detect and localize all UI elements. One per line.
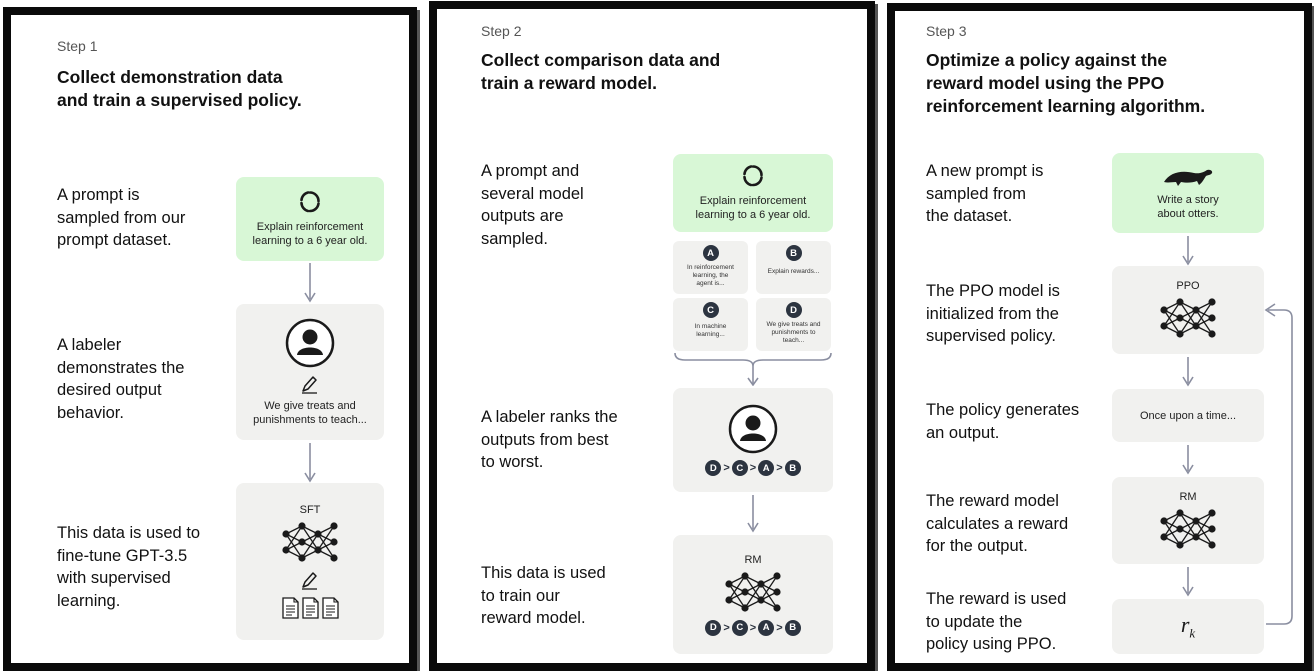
ranking-row: D> C> A> B <box>705 619 801 636</box>
pencil-icon <box>301 375 318 394</box>
step1-demo-box: We give treats and punishments to teach.… <box>236 304 384 440</box>
labeler-avatar-icon <box>728 404 778 454</box>
step3-desc-prompt: A new prompt is sampled from the dataset… <box>926 162 1044 225</box>
step1-title: Collect demonstration data and train a s… <box>57 67 302 110</box>
otter-icon <box>1164 169 1213 186</box>
ppo-label: PPO <box>1176 280 1200 292</box>
neural-network-icon <box>281 521 339 563</box>
step1-desc-finetune: This data is used to fine-tune GPT-3.5 w… <box>57 524 201 610</box>
document-icon <box>321 597 339 619</box>
step3-label: Step 3 <box>926 23 967 39</box>
step3-reward-box: rk <box>1112 599 1264 654</box>
step2-prompt-box: Explain reinforcement learning to a 6 ye… <box>673 154 833 232</box>
brace-connector <box>674 352 832 386</box>
step2-desc-train: This data is used to train our reward mo… <box>481 564 606 627</box>
neural-network-icon <box>1159 508 1217 549</box>
arrow-down <box>1182 236 1194 266</box>
labeler-avatar-icon <box>285 318 335 367</box>
cycle-icon <box>742 165 763 187</box>
document-stack <box>281 597 339 619</box>
cycle-icon <box>299 191 320 213</box>
rm-label: RM <box>744 553 762 566</box>
step2-desc-outputs: A prompt and several model outputs are s… <box>481 162 584 248</box>
output-option-d: D We give treats and punishments to teac… <box>756 298 831 351</box>
output-option-a: A In reinforcement learning, the agent i… <box>673 241 748 294</box>
policy-output-text: Once upon a time... <box>1140 409 1236 422</box>
sft-label: SFT <box>299 504 321 516</box>
step3-title: Optimize a policy against the reward mod… <box>926 50 1206 116</box>
step3-desc-reward: The reward model calculates a reward for… <box>926 492 1069 555</box>
document-icon <box>301 597 319 619</box>
step3-desc-ppo: The PPO model is initialized from the su… <box>926 282 1060 345</box>
step2-desc-rank: A labeler ranks the outputs from best to… <box>481 408 618 471</box>
step1-sft-box: SFT <box>236 483 384 640</box>
arrow-down <box>304 263 316 303</box>
step1-desc-prompt: A prompt is sampled from our prompt data… <box>57 186 186 249</box>
arrow-down <box>747 495 759 533</box>
step3-output-box: Once upon a time... <box>1112 389 1264 442</box>
step2-rm-box: RM D> C> A> B <box>673 535 833 654</box>
arrow-down <box>1182 357 1194 387</box>
step2-title: Collect comparison data and train a rewa… <box>481 50 721 93</box>
step3-desc-generate: The policy generates an output. <box>926 401 1080 442</box>
arrow-down <box>1182 567 1194 597</box>
neural-network-icon <box>1159 297 1217 339</box>
feedback-loop-arrow <box>1264 303 1293 625</box>
rm-label: RM <box>1179 490 1197 503</box>
reward-symbol: rk <box>1180 611 1196 641</box>
step3-ppo-box: PPO <box>1112 266 1264 354</box>
document-icon <box>281 597 299 619</box>
step2-label: Step 2 <box>481 23 522 39</box>
output-option-c: C In machine learning... <box>673 298 748 351</box>
step1-prompt-box: Explain reinforcement learning to a 6 ye… <box>236 177 384 261</box>
arrow-down <box>304 443 316 483</box>
step1-label: Step 1 <box>57 38 98 54</box>
output-option-b: B Explain rewards... <box>756 241 831 294</box>
step3-desc-update: The reward is used to update the policy … <box>926 590 1067 653</box>
step3-prompt-box: Write a story about otters. <box>1112 153 1264 233</box>
step1-desc-labeler: A labeler demonstrates the desired outpu… <box>57 336 185 422</box>
step3-rm-box: RM <box>1112 477 1264 564</box>
ranking-row: D> C> A> B <box>705 460 801 476</box>
pencil-icon <box>301 572 318 590</box>
step2-rank-box: D> C> A> B <box>673 388 833 492</box>
arrow-down <box>1182 445 1194 475</box>
neural-network-icon <box>724 571 782 612</box>
